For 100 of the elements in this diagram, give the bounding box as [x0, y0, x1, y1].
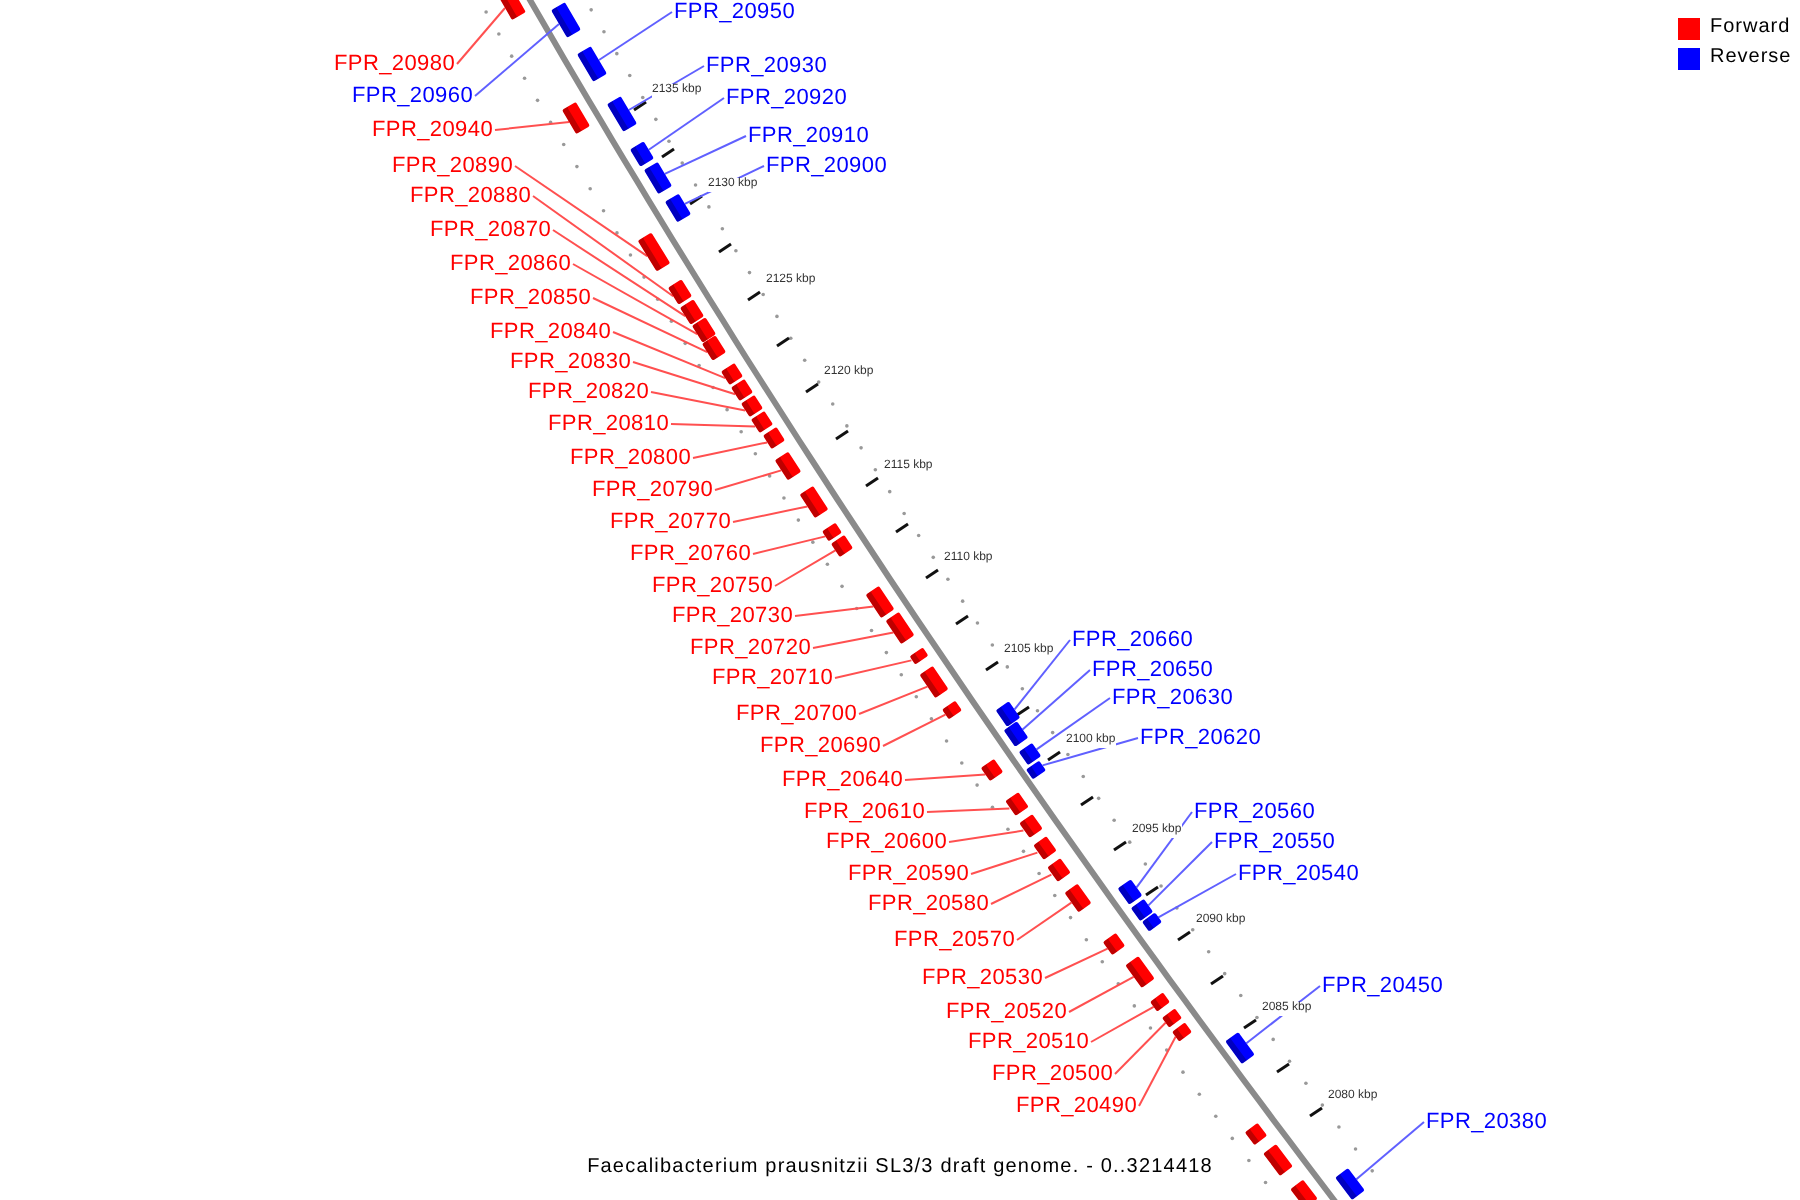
leader-line [1138, 1035, 1177, 1107]
leader-line [1114, 1021, 1167, 1075]
leader-line [1021, 669, 1091, 731]
leader-line [1147, 841, 1213, 907]
gene-label: FPR_20610 [804, 798, 926, 826]
leader-line [714, 469, 783, 491]
gene-label: FPR_20850 [470, 284, 592, 312]
gene-label: FPR_20980 [334, 50, 456, 78]
gene-block [1263, 1144, 1293, 1176]
gene-label: FPR_20960 [352, 82, 474, 110]
leader-line [572, 263, 699, 336]
leader-line [632, 361, 737, 396]
gene-label: FPR_20540 [1238, 860, 1360, 888]
leader-line [598, 11, 673, 61]
gene-block [1290, 1179, 1318, 1200]
gene-block [1102, 932, 1126, 956]
gene-block [1244, 1122, 1268, 1146]
leader-line [882, 713, 947, 747]
gene-block [630, 141, 654, 167]
gene-block [762, 426, 786, 450]
gene-label: FPR_20520 [946, 998, 1068, 1026]
gene-block [822, 522, 842, 542]
gene-label: FPR_20870 [430, 216, 552, 244]
gene-label: FPR_20650 [1092, 656, 1214, 684]
gene-label: FPR_20380 [1426, 1108, 1548, 1136]
leader-line [1035, 697, 1111, 751]
gene-label: FPR_20570 [894, 926, 1016, 954]
gene-label: FPR_20720 [690, 634, 812, 662]
gene-label: FPR_20820 [528, 378, 650, 406]
gene-label: FPR_20900 [766, 152, 888, 180]
leader-line [1041, 737, 1139, 767]
gene-label: FPR_20880 [410, 182, 532, 210]
legend-label: Forward [1710, 16, 1791, 40]
gene-block [637, 232, 671, 272]
leader-line [858, 685, 929, 715]
gene-block [1162, 1008, 1182, 1028]
leader-line [592, 297, 709, 354]
gene-label: FPR_20750 [652, 572, 774, 600]
leader-line [926, 807, 1011, 813]
gene-label: FPR_20770 [610, 508, 732, 536]
leader-line [904, 773, 987, 781]
gene-block [774, 451, 802, 481]
gene-label: FPR_20730 [672, 602, 794, 630]
gene-label: FPR_20830 [510, 348, 632, 376]
leader-line [1355, 1121, 1425, 1181]
gene-label: FPR_20640 [782, 766, 904, 794]
gene-label: FPR_20760 [630, 540, 752, 568]
gene-label: FPR_20560 [1194, 798, 1316, 826]
leader-line [732, 505, 809, 523]
gene-block [980, 758, 1004, 782]
gene-block [1064, 883, 1092, 913]
gene-block [799, 485, 829, 519]
leader-line [670, 423, 757, 428]
gene-label: FPR_20600 [826, 828, 948, 856]
gene-block [885, 611, 915, 645]
leader-line [532, 195, 675, 298]
gene-label: FPR_20710 [712, 664, 834, 692]
gene-block [1117, 879, 1143, 905]
gene-block [1125, 955, 1155, 989]
gene-block [1150, 992, 1170, 1012]
gene-block [1046, 858, 1070, 882]
gene-label: FPR_20660 [1072, 626, 1194, 654]
leader-line [752, 535, 827, 555]
gene-block [664, 193, 692, 223]
leader-line [514, 165, 649, 258]
gene-block [1225, 1032, 1255, 1064]
gene-label: FPR_20690 [760, 732, 882, 760]
gene-label: FPR_20700 [736, 700, 858, 728]
leader-line [812, 631, 895, 649]
leader-line [663, 135, 747, 175]
gene-label: FPR_20840 [490, 318, 612, 346]
leader-line [1016, 901, 1073, 941]
gene-block [919, 665, 949, 699]
leader-line [494, 121, 571, 131]
leader-line [647, 97, 725, 151]
gene-block [577, 46, 607, 82]
gene-block [865, 585, 895, 619]
gene-label: FPR_20810 [548, 410, 670, 438]
leader-line [1135, 811, 1193, 889]
gene-label: FPR_20920 [726, 84, 848, 112]
gene-block [561, 101, 591, 135]
gene-block [995, 701, 1021, 727]
gene-block [1335, 1168, 1365, 1200]
leader-line [456, 7, 506, 65]
gene-label: FPR_20590 [848, 860, 970, 888]
legend-label: Reverse [1710, 46, 1792, 70]
gene-block [942, 700, 962, 720]
gene-label: FPR_20790 [592, 476, 714, 504]
leader-line [970, 851, 1039, 875]
gene-block [667, 279, 693, 305]
gene-block [1018, 742, 1042, 766]
leader-line [948, 829, 1025, 843]
gene-label: FPR_20490 [1016, 1092, 1138, 1120]
leader-line [834, 659, 913, 679]
leader-line [794, 605, 875, 617]
gene-block [908, 647, 928, 665]
gene-label: FPR_20950 [674, 0, 796, 26]
gene-block [1032, 836, 1056, 860]
gene-label: FPR_20930 [706, 52, 828, 80]
gene-label: FPR_20800 [570, 444, 692, 472]
